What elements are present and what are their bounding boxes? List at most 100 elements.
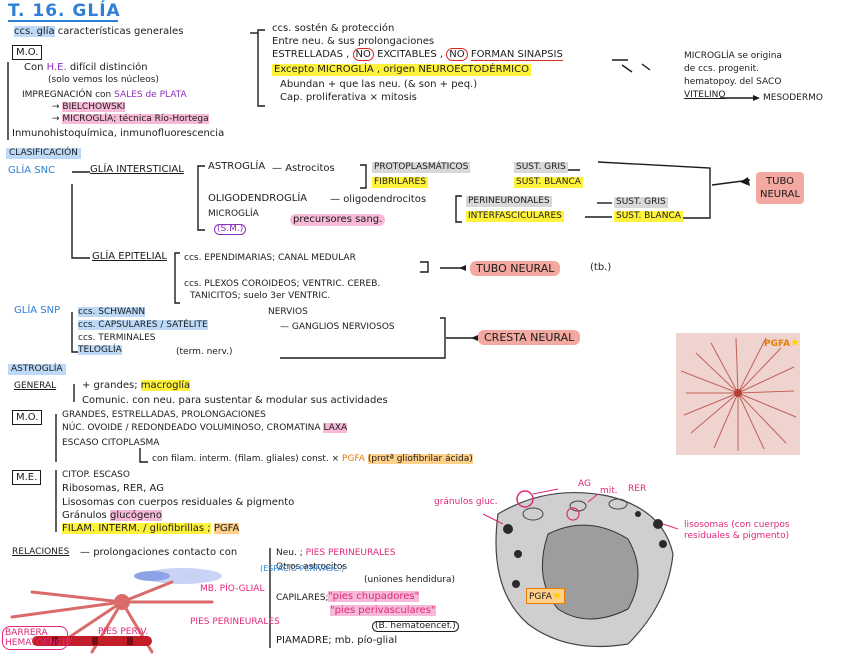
em-pgfa-text: PGFA bbox=[529, 592, 552, 602]
glia-intersticial: GLÍA INTERSTICIAL bbox=[90, 165, 184, 175]
em-label-ag: AG bbox=[578, 480, 591, 489]
sust-blanca-2: SUST. BLANCA bbox=[614, 211, 683, 222]
pgfa-figure-label: PGFA★ bbox=[764, 337, 800, 349]
tubo-neural-line-1: TUBO bbox=[766, 176, 794, 187]
oligodendroglia-label: OLIGODENDROGLÍA bbox=[208, 194, 307, 204]
interfasciculares-label: INTERFASCICULARES bbox=[466, 211, 564, 222]
micro-note-5: MESODERMO bbox=[763, 94, 823, 103]
intro-point-2: Entre neu. & sus prolongaciones bbox=[272, 37, 434, 47]
em-pgfa-label: PGFA★ bbox=[526, 588, 565, 604]
chupadores-text: "pies chupadores" bbox=[328, 591, 419, 602]
bielchowski-text: BIELCHOWSKI bbox=[62, 102, 125, 112]
capsulares-text: ccs. CAPSULARES / SATÉLITE bbox=[78, 320, 208, 330]
oligodendrocitos-label: — oligodendrocitos bbox=[330, 195, 426, 205]
he-suffix: difícil distinción bbox=[70, 62, 148, 73]
intro-point-excepto: Excepto MICROGLÍA , origen NEUROECTODÉRM… bbox=[272, 64, 531, 76]
tubo-neural-box: TUBO NEURAL bbox=[756, 172, 804, 204]
perineuronales-label: PERINEURONALES bbox=[466, 196, 552, 207]
impregnacion-line: IMPREGNACIÓN con SALES de PLATA bbox=[22, 91, 187, 100]
micro-note-2: de ccs. progenit. bbox=[684, 65, 759, 74]
me-5-text: FILAM. INTERM. / gliofibrillas ; bbox=[62, 523, 211, 534]
macroglia-text: macroglía bbox=[141, 380, 190, 391]
page-title: T. 16. GLÍA bbox=[8, 3, 121, 20]
chupadores-label: "pies chupadores" bbox=[328, 592, 419, 602]
teloglia-text: TELOGLÍA bbox=[78, 345, 122, 355]
mo-line-2: NÚC. OVOIDE / REDONDEADO VOLUMINOSO, CRO… bbox=[62, 424, 347, 433]
em-label-lisosomas: lisosomas (con cuerpos residuales & pigm… bbox=[684, 520, 834, 542]
nervios-label: NERVIOS bbox=[268, 308, 308, 317]
excitables-text: EXCITABLES , bbox=[377, 49, 443, 60]
diagram-label-pies-periv: PIES PERIV. bbox=[98, 628, 148, 637]
me-line-3: Lisosomas con cuerpos residuales & pigme… bbox=[62, 498, 294, 508]
sust-blanca-1: SUST. BLANCA bbox=[514, 177, 583, 188]
mo-tag: M.O. bbox=[12, 45, 42, 60]
plexos-label: ccs. PLEXOS COROIDEOS; VENTRIC. CEREB. bbox=[184, 280, 380, 289]
pies-perineurales-text: PIES PERINEURALES bbox=[306, 548, 396, 558]
impregnacion-text: IMPREGNACIÓN con bbox=[22, 90, 111, 100]
teloglia-label: TELOGLÍA bbox=[78, 346, 122, 355]
protoplasmicos-label: PROTOPLASMÁTICOS bbox=[372, 162, 470, 173]
sales-plata-text: SALES de PLATA bbox=[114, 90, 186, 100]
glucogeno-text: glucógeno bbox=[110, 510, 162, 521]
schwann-text: ccs. SCHWANN bbox=[78, 307, 145, 317]
forman-sinapsis-text: FORMAN SINAPSIS bbox=[471, 49, 563, 61]
intro-point-1: ccs. sostén & protección bbox=[272, 24, 394, 34]
me-tag: M.E. bbox=[12, 470, 41, 485]
sm-label: (S.M.) bbox=[214, 224, 246, 235]
astrocitos-text: Astrocitos bbox=[285, 163, 335, 174]
tubo-neural-2: TUBO NEURAL bbox=[470, 261, 560, 276]
pgfa-text: PGFA bbox=[342, 454, 365, 464]
intro-desc: características generales bbox=[58, 26, 184, 37]
perivasculares-label: "pies perivasculares" bbox=[330, 606, 436, 616]
micro-note-1: MICROGLÍA se origina bbox=[684, 52, 782, 61]
me-4-text: Gránulos bbox=[62, 510, 107, 521]
me-line-5: FILAM. INTERM. / gliofibrillas ; PGFA bbox=[62, 524, 239, 534]
intro-point-3: ESTRELLADAS , NO EXCITABLES , NO FORMAN … bbox=[272, 50, 563, 60]
otros-note: (uniones hendidura) bbox=[364, 576, 455, 585]
term-nerv-label: (term. nerv.) bbox=[176, 348, 233, 357]
relaciones-desc-text: prolongaciones contacto con bbox=[93, 547, 237, 558]
micro-note-4: VITELINO bbox=[684, 91, 725, 100]
tanicitos-label: TANICITOS; suelo 3er VENTRIC. bbox=[190, 292, 330, 301]
general-line-2: Comunic. con neu. para sustentar & modul… bbox=[82, 396, 388, 406]
bh-label: (B. hematoencef.) bbox=[372, 621, 459, 632]
em-astrocyte-image bbox=[478, 484, 678, 654]
no-circle-1: NO bbox=[353, 48, 374, 61]
pgfa-figure-label-text: PGFA bbox=[764, 339, 790, 349]
he-prefix: Con bbox=[24, 62, 43, 73]
mo-2-text: NÚC. OVOIDE / REDONDEADO VOLUMINOSO, CRO… bbox=[62, 423, 321, 433]
capilares-label: CAPILARES; bbox=[276, 594, 329, 603]
diagram-label-mb: MB. PÍO-GLIAL bbox=[200, 585, 264, 594]
relaciones-desc: — prolongaciones contacto con bbox=[80, 548, 237, 558]
relaciones-tag: RELACIONES bbox=[12, 548, 69, 557]
perivasculares-text: "pies perivasculares" bbox=[330, 605, 436, 616]
intro-label: ccs. glía características generales bbox=[14, 27, 183, 37]
he-abbrev: H.E. bbox=[47, 62, 67, 73]
me-line-1: CITOP. ESCASO bbox=[62, 471, 130, 480]
he-line: Con H.E. difícil distinción bbox=[24, 63, 148, 73]
pgfa-micrograph: PGFA★ bbox=[676, 333, 800, 455]
glia-snc: GLÍA SNC bbox=[8, 166, 55, 176]
he-note: (solo vemos los núcleos) bbox=[48, 76, 159, 85]
tubo-neural-line-2: NEURAL bbox=[760, 189, 800, 200]
estrelladas-text: ESTRELLADAS , bbox=[272, 49, 349, 60]
terminales-label: ccs. TERMINALES bbox=[78, 334, 155, 343]
bielchowski-line: → BIELCHOWSKI bbox=[52, 103, 125, 112]
mo-line-1: GRANDES, ESTRELLADAS, PROLONGACIONES bbox=[62, 411, 266, 420]
me-line-4: Gránulos glucógeno bbox=[62, 511, 162, 521]
mo-tag-2: M.O. bbox=[12, 410, 42, 425]
glia-snp: GLÍA SNP bbox=[14, 306, 60, 316]
em-label-rer: RER bbox=[628, 485, 646, 494]
me-line-2: Ribosomas, RER, AG bbox=[62, 484, 164, 494]
star-icon-2: ★ bbox=[552, 589, 562, 602]
mo-line-3: ESCASO CITOPLASMA bbox=[62, 439, 159, 448]
em-label-granulos: gránulos gluc. bbox=[434, 497, 498, 508]
neu-line: Neu. ; PIES PERINEURALES bbox=[276, 549, 395, 558]
schwann-label: ccs. SCHWANN bbox=[78, 308, 145, 317]
intro-point-cap: Cap. proliferativa × mitosis bbox=[280, 93, 417, 103]
ganglios-text: GANGLIOS NERVIOSOS bbox=[292, 322, 395, 332]
pgfa-2-text: PGFA bbox=[214, 523, 239, 534]
mo-4-text: con filam. interm. (filam. gliales) cons… bbox=[152, 454, 339, 464]
mo-line-4: con filam. interm. (filam. gliales) cons… bbox=[152, 455, 473, 464]
microglia-label: MICROGLÍA bbox=[208, 210, 259, 219]
